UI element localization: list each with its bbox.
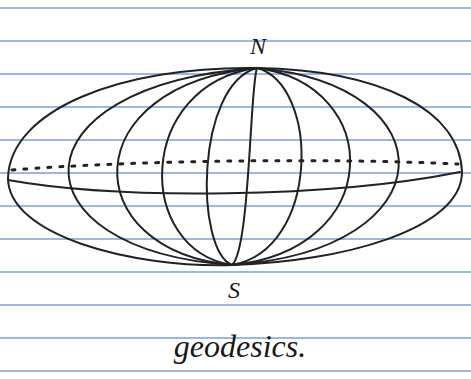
pole-label: S	[228, 278, 240, 302]
pole-label: N	[250, 34, 266, 58]
caption-note: geodesics.	[174, 330, 306, 362]
geodesic-lines	[8, 68, 462, 265]
ruled-lines	[0, 8, 471, 371]
